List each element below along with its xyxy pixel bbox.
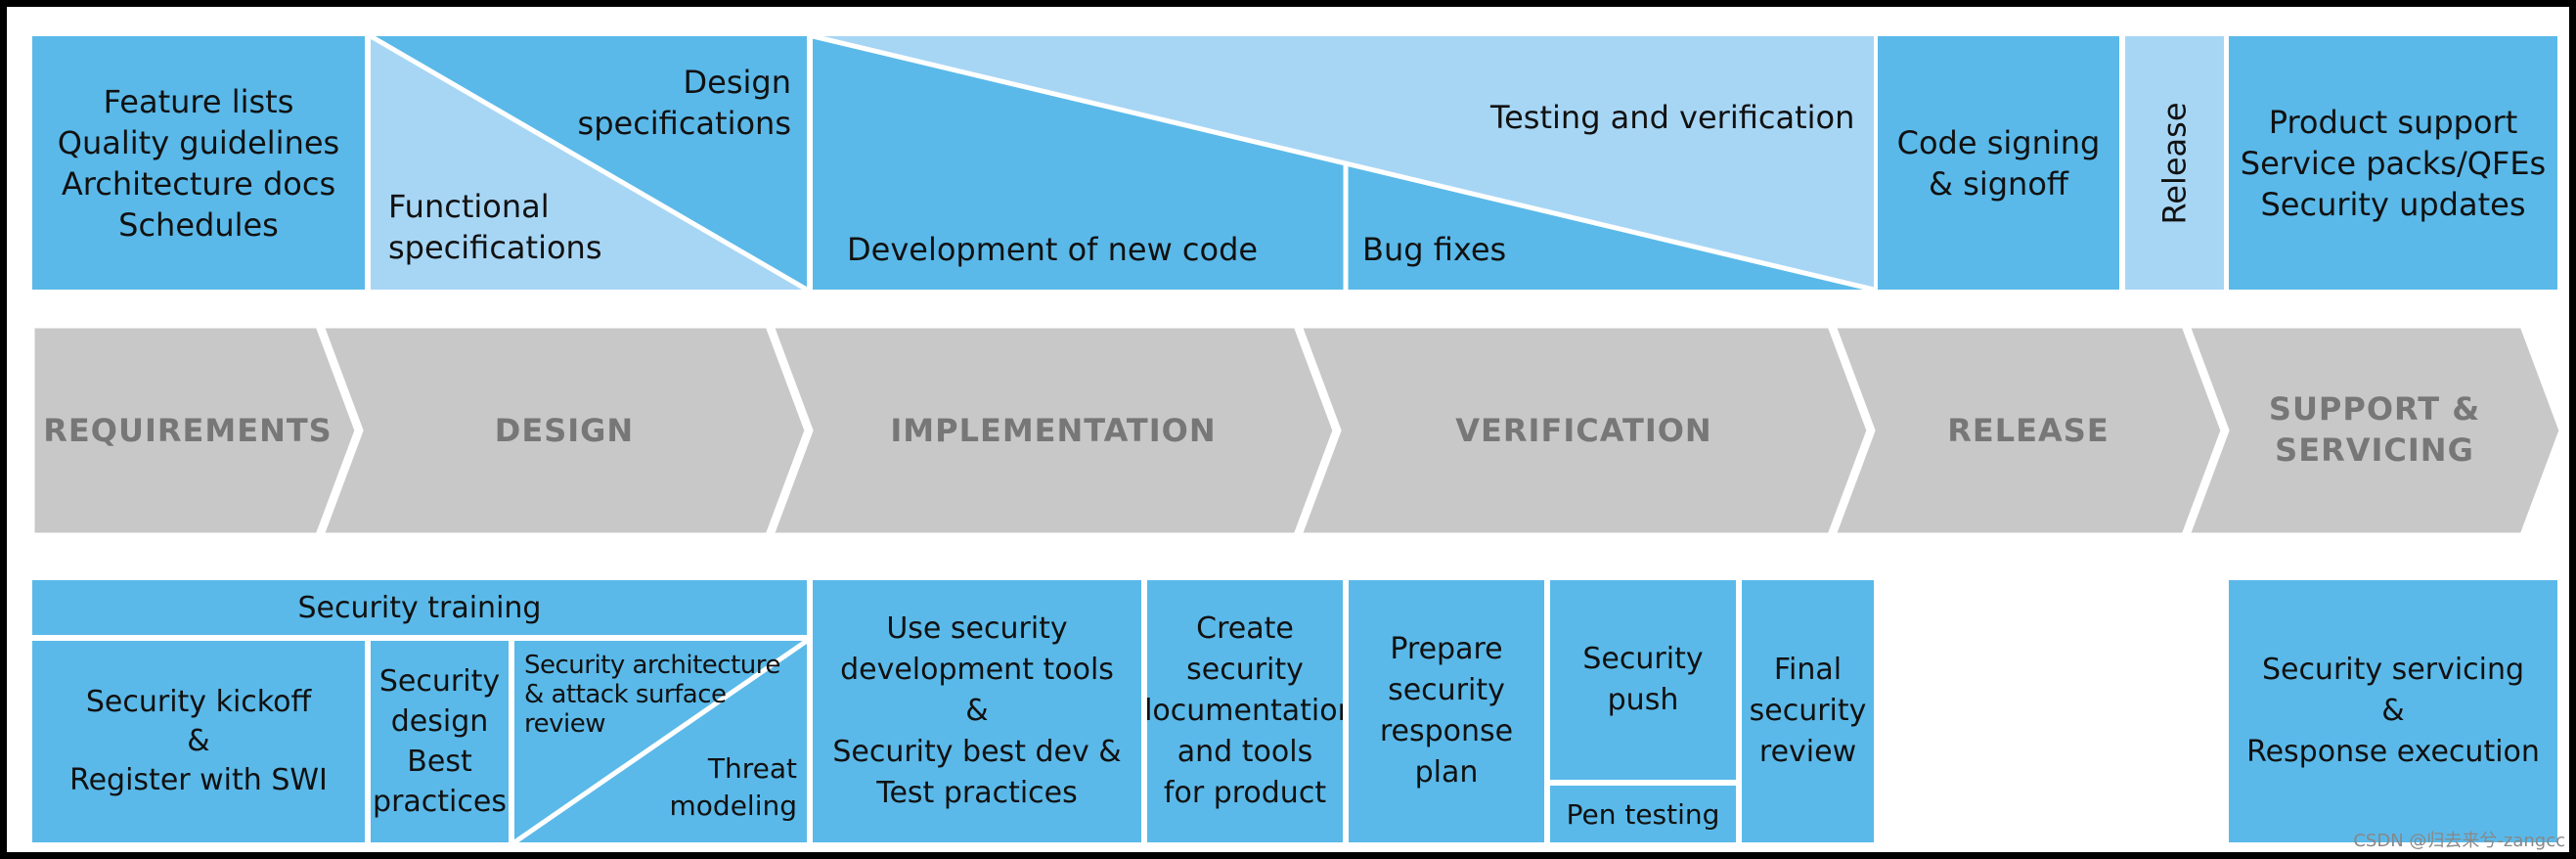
pen-testing-box: Pen testing <box>1550 786 1736 842</box>
functional-specs-text: Functional specifications <box>388 188 602 266</box>
dev-tools-box: Use security development tools & Securit… <box>813 580 1141 842</box>
phase-label-release: RELEASE <box>1947 412 2110 449</box>
release-box: Release <box>2125 36 2224 290</box>
requirements-deliverables-text: Feature lists Quality guidelines Archite… <box>57 82 340 244</box>
security-kickoff-box: Security kickoff & Register with SWI <box>32 641 365 842</box>
response-plan-box: Prepare security response plan <box>1349 580 1544 842</box>
security-design-box: Security design Best practices <box>371 641 509 842</box>
design-specs-text: Design specifications <box>577 64 791 142</box>
phase-arrow-implementation <box>768 323 1338 538</box>
arch-review-diagonal <box>514 641 807 842</box>
testing-verification-text: Testing and verification <box>1490 99 1855 136</box>
security-training-text: Security training <box>297 590 542 625</box>
phase-arrow-design <box>318 323 810 538</box>
final-review-text: Final security review <box>1749 653 1867 769</box>
security-kickoff-text: Security kickoff & Register with SWI <box>69 685 328 797</box>
final-review-box: Final security review <box>1742 580 1874 842</box>
phase-label-support: SUPPORT & SERVICING <box>2268 390 2481 469</box>
product-support-box: Product support Service packs/QFEs Secur… <box>2229 36 2557 290</box>
arch-review-box: Security architecture & attack surface r… <box>514 641 807 842</box>
product-support-text: Product support Service packs/QFEs Secur… <box>2240 103 2547 223</box>
dev-tools-text: Use security development tools & Securit… <box>832 611 1122 810</box>
documentation-text: Create security documentation and tools … <box>1147 611 1343 810</box>
phase-arrow-requirements <box>29 323 360 538</box>
phase-arrow-support <box>2184 323 2564 538</box>
testing-verification-box: Testing and verification Development of … <box>813 36 1874 290</box>
threat-modeling-text: Threat modeling <box>669 752 797 822</box>
phase-label-requirements: REQUIREMENTS <box>43 412 333 449</box>
development-text: Development of new code <box>847 231 1259 268</box>
security-push-text: Security push <box>1582 642 1704 717</box>
design-specs-box: Design specifications Functional specifi… <box>371 36 807 290</box>
security-push-box: Security push <box>1550 580 1736 780</box>
arch-review-text: Security architecture & attack surface r… <box>524 651 780 739</box>
requirements-deliverables-box: Feature lists Quality guidelines Archite… <box>32 36 365 290</box>
phase-arrow-release <box>1830 323 2226 538</box>
code-signing-text: Code signing & signoff <box>1896 123 2101 203</box>
code-signing-box: Code signing & signoff <box>1878 36 2119 290</box>
watermark: CSDN @归去来兮-zangcc <box>2353 831 2565 851</box>
phase-arrows <box>29 323 2564 538</box>
pen-testing-text: Pen testing <box>1566 797 1720 831</box>
design-specs-diagonal <box>371 36 807 290</box>
phase-label-implementation: IMPLEMENTATION <box>890 412 1217 449</box>
security-design-text: Security design Best practices <box>373 664 507 819</box>
security-servicing-box: Security servicing & Response execution <box>2229 580 2557 842</box>
phase-label-verification: VERIFICATION <box>1455 412 1712 449</box>
testing-diagonal <box>813 36 1874 290</box>
phase-arrow-verification <box>1296 323 1872 538</box>
bug-fixes-text: Bug fixes <box>1362 231 1507 268</box>
documentation-box: Create security documentation and tools … <box>1147 580 1343 842</box>
phase-label-design: DESIGN <box>494 412 635 449</box>
security-training-box: Security training <box>32 580 807 635</box>
diagram-frame: Feature lists Quality guidelines Archite… <box>7 7 2569 852</box>
response-plan-text: Prepare security response plan <box>1379 632 1514 790</box>
security-servicing-text: Security servicing & Response execution <box>2246 653 2540 769</box>
